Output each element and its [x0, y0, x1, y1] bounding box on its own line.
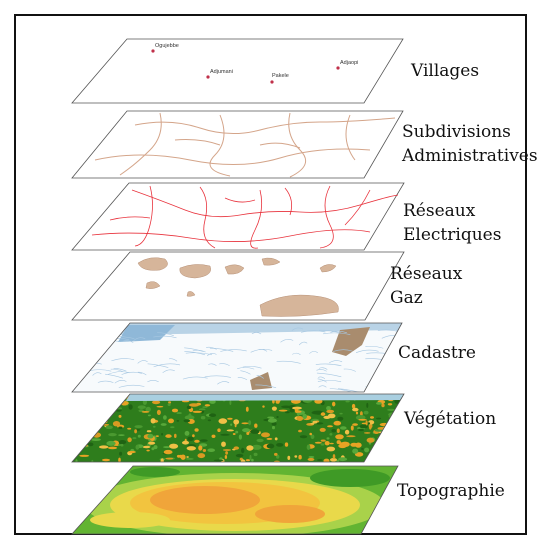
village-point: [270, 80, 274, 84]
label-line: Gaz: [390, 288, 423, 308]
label-line: Réseaux: [403, 201, 476, 221]
layer-topographie: [71, 465, 399, 535]
label-reseaux-electriques: Réseaux Electriques: [403, 199, 501, 247]
label-vegetation: Végétation: [404, 407, 496, 431]
label-line: Administratives: [402, 146, 538, 166]
layer-vegetation: [71, 393, 405, 463]
layer-reseaux-electriques: [71, 182, 405, 251]
label-line: Réseaux: [390, 264, 463, 284]
label-line: Subdivisions: [402, 122, 511, 142]
label-topographie: Topographie: [397, 479, 505, 503]
label-line: Végétation: [404, 409, 497, 429]
village-label: Ogujebbe: [155, 43, 179, 49]
label-line: Villages: [411, 61, 480, 81]
village-point: [206, 75, 210, 79]
label-cadastre: Cadastre: [398, 341, 476, 365]
layer-reseaux-gaz: [71, 251, 405, 321]
label-line: Cadastre: [398, 343, 476, 363]
label-subdivisions: Subdivisions Administratives: [402, 120, 538, 168]
layer-subdivisions: [71, 110, 404, 179]
village-point: [151, 49, 155, 53]
label-reseaux-gaz: Réseaux Gaz: [390, 262, 462, 310]
label-line: Electriques: [403, 225, 502, 245]
village-point: [336, 66, 340, 70]
village-label: Adjaopi: [340, 60, 358, 66]
label-villages: Villages: [411, 59, 479, 83]
label-line: Topographie: [397, 481, 505, 501]
layer-cadastre: [71, 322, 403, 393]
village-label: Adjumani: [210, 69, 233, 75]
village-label: Pakele: [272, 73, 289, 79]
